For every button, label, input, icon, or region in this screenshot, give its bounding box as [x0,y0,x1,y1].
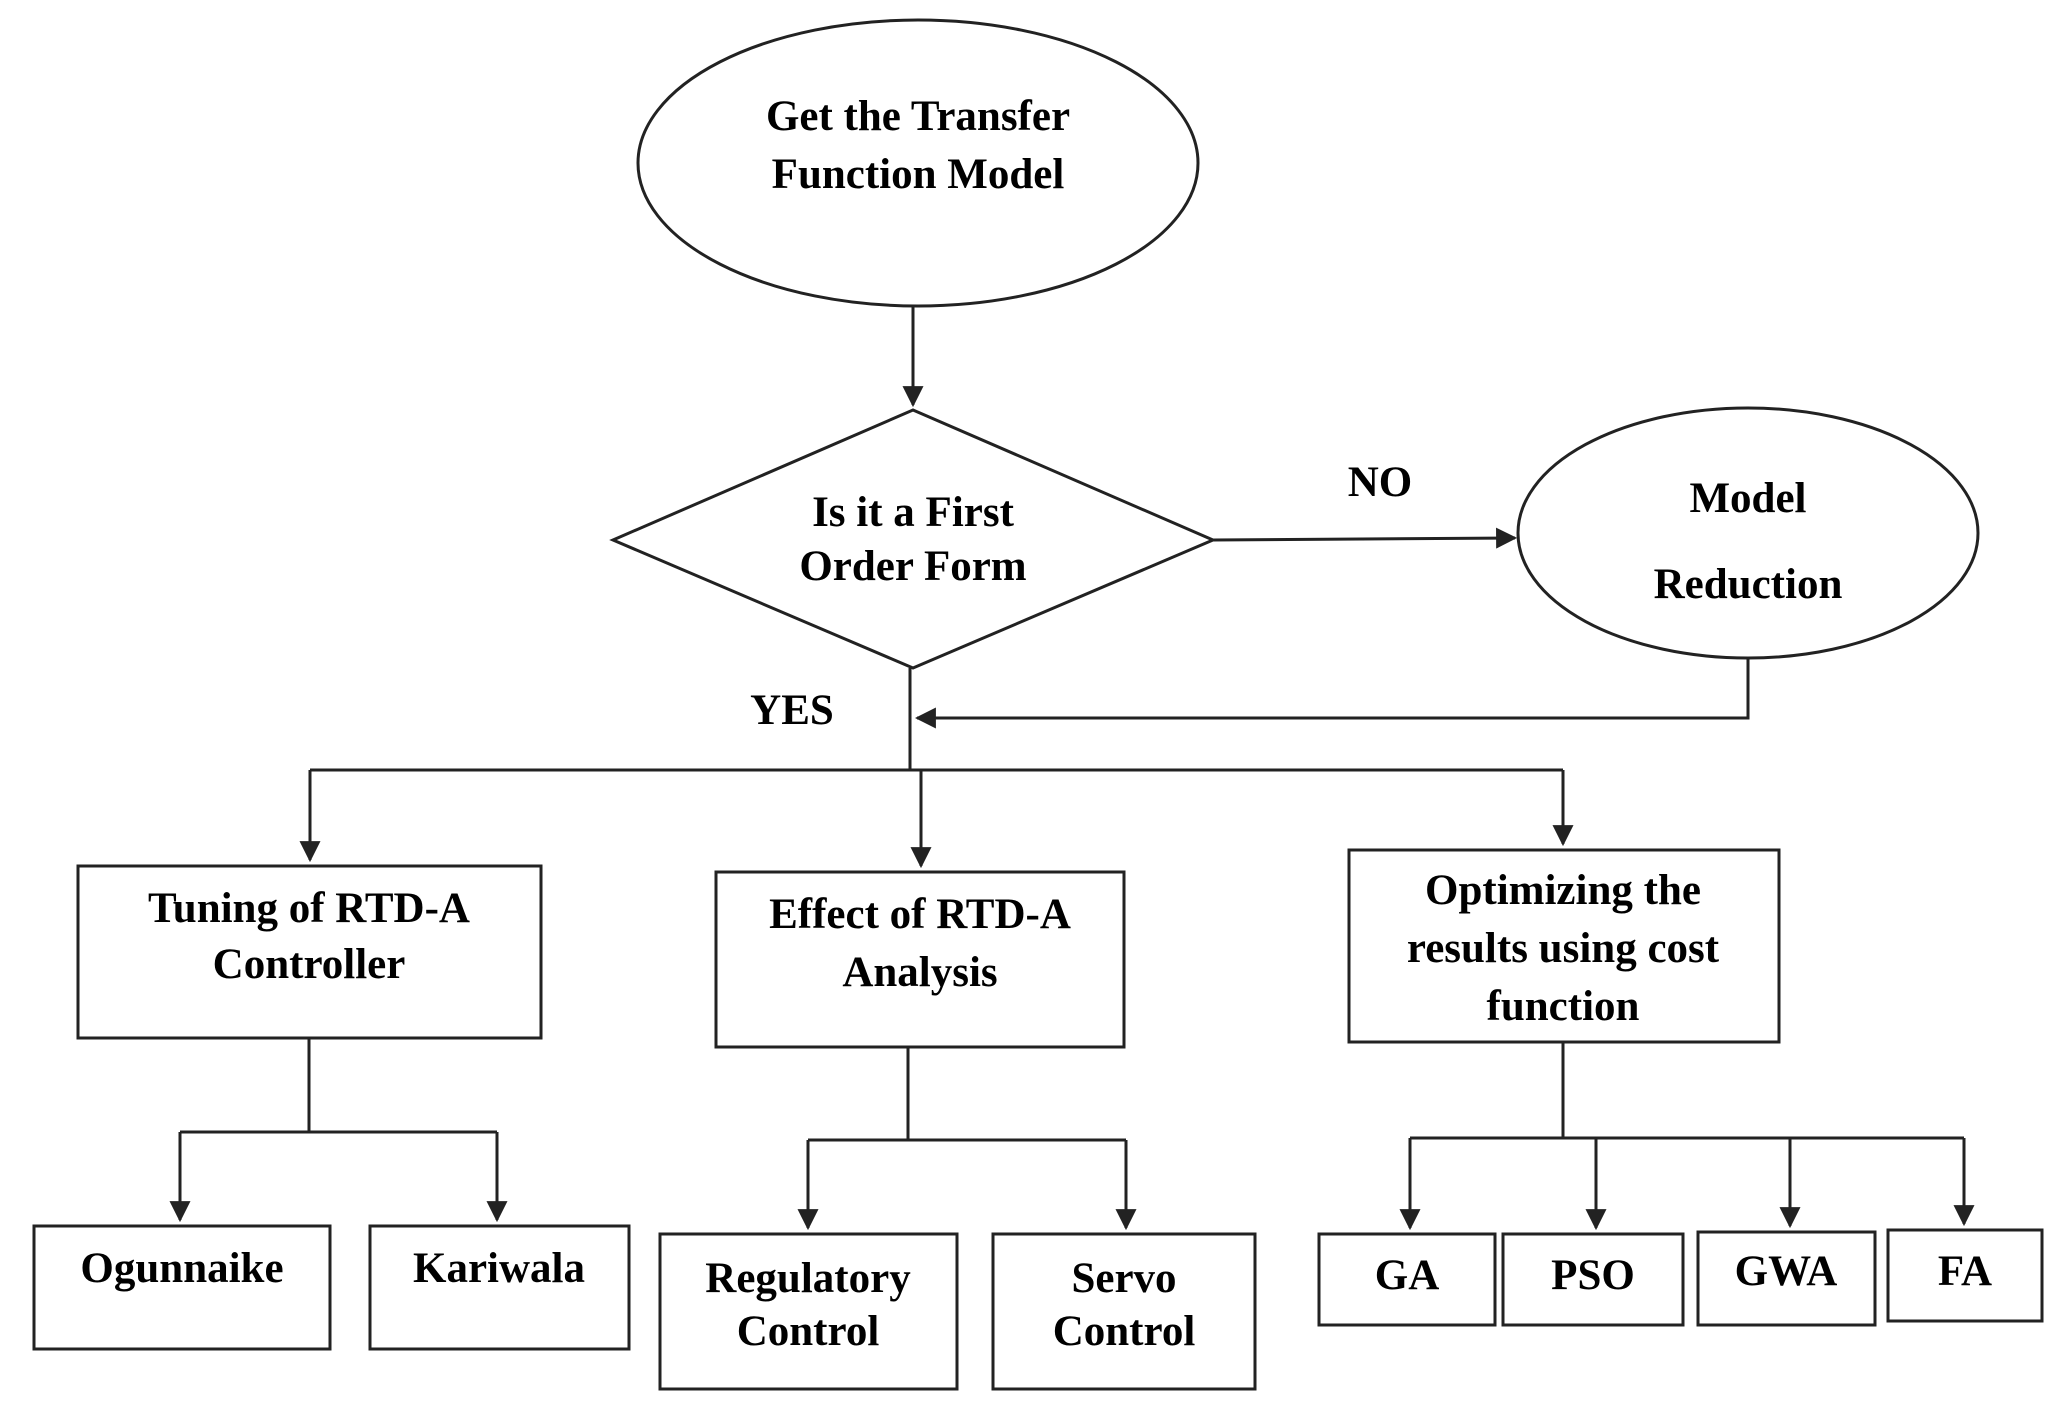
fa-label: FA [1938,1248,1992,1295]
servo-line2: Control [1053,1308,1196,1355]
no-label: NO [1348,459,1413,506]
model-reduction-node [1516,406,1980,660]
servo-node [991,1232,1257,1391]
optimizing-line2: results using cost [1407,925,1720,972]
servo-line1: Servo [1071,1255,1176,1302]
ga-node [1317,1232,1497,1327]
fa-node [1886,1228,2044,1323]
decision-node [609,408,1217,670]
start-node-line1: Get the Transfer [766,93,1070,140]
kariwala-node [368,1224,631,1351]
regulatory-line2: Control [737,1308,880,1355]
start-node [636,18,1200,308]
tuning-line1: Tuning of RTD-A [148,885,470,932]
start-node-line2: Function Model [772,151,1065,198]
kariwala-label: Kariwala [413,1245,585,1292]
effect-line2: Analysis [842,949,997,996]
model-reduction-line2: Reduction [1654,561,1843,608]
regulatory-line1: Regulatory [705,1255,911,1302]
pso-label: PSO [1551,1252,1635,1299]
decision-node-line2: Order Form [799,543,1026,590]
optimizing-line3: function [1487,983,1640,1030]
model-reduction-line1: Model [1689,475,1806,522]
ogunnaike-label: Ogunnaike [80,1245,283,1292]
yes-label: YES [750,687,834,734]
gwa-label: GWA [1735,1248,1838,1295]
decision-node-line1: Is it a First [812,489,1015,536]
arrow-reduction-return [914,658,1750,729]
regulatory-node [658,1232,959,1391]
optimizing-line1: Optimizing the [1425,867,1701,914]
pso-node [1501,1232,1685,1327]
gwa-node [1696,1230,1877,1327]
ga-label: GA [1375,1252,1440,1299]
ogunnaike-node [32,1224,332,1351]
tuning-node [76,864,543,1040]
arrow-no-to-reduction [1212,527,1518,549]
tuning-line2: Controller [213,941,406,988]
effect-line1: Effect of RTD-A [769,891,1071,938]
effect-node [714,870,1126,1049]
